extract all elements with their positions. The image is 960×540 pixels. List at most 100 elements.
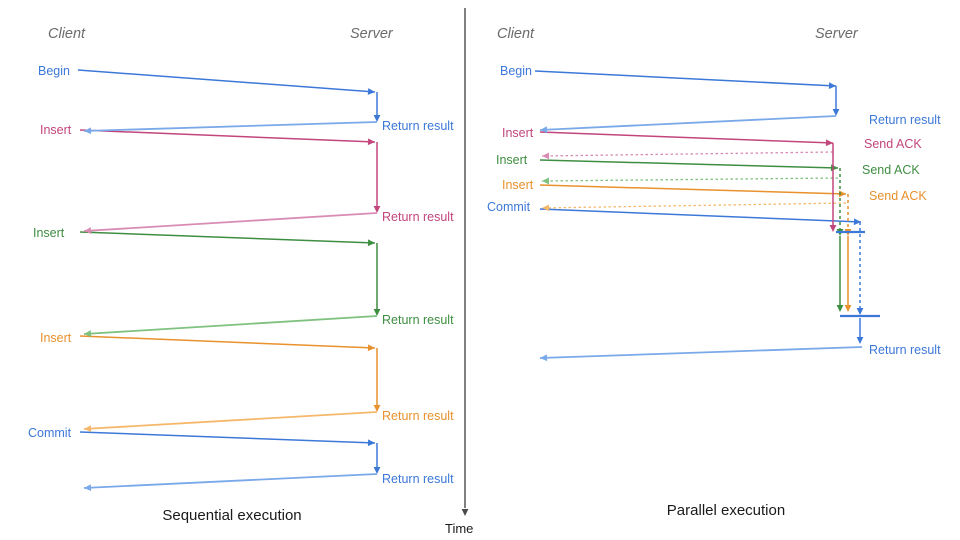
panel-sequential-client-label-3: Insert — [40, 331, 72, 345]
panel-parallel-commit-request-line — [539, 208, 862, 223]
panel-parallel-ack-orange-line — [541, 202, 847, 209]
panel-sequential-insert2-request-line — [79, 231, 376, 244]
panel-sequential-begin-response-line — [83, 121, 378, 132]
panel-sequential-commit-response-line — [83, 473, 378, 489]
panel-sequential-insert1-request-line — [79, 129, 376, 143]
panel-sequential-insert2-request — [79, 231, 376, 247]
panel-parallel-commit-response — [539, 346, 863, 362]
panel-sequential-insert2-response — [83, 315, 378, 337]
panel-parallel-ack-green-arrowhead — [542, 177, 550, 185]
panel-sequential-insert3-response-arrowhead — [84, 425, 92, 432]
panel-sequential-insert1-request-arrowhead — [367, 138, 375, 146]
panel-parallel-commit-pending — [856, 222, 864, 315]
panel-parallel-lane-header-1: Server — [815, 26, 859, 42]
panel-parallel-ack-orange — [541, 202, 847, 212]
panel-parallel-server-label-3: Send ACK — [869, 189, 927, 203]
panel-sequential-insert1-response-arrowhead — [84, 227, 92, 234]
panel-sequential-client-label-4: Commit — [28, 426, 72, 440]
panel-parallel-insert3-activation-arrowhead — [844, 305, 852, 312]
panel-parallel-client-label-4: Commit — [487, 200, 531, 214]
panel-parallel-begin-request-arrowhead — [828, 82, 836, 90]
panel-sequential-client-label-1: Insert — [40, 123, 72, 137]
panel-sequential-commit-request-line — [79, 431, 376, 444]
panel-parallel-ack-pink-line — [541, 151, 834, 157]
panel-sequential-insert3-request — [79, 335, 376, 352]
panel-parallel-begin-response-line — [539, 115, 837, 131]
panel-sequential-server-label-1: Return result — [382, 210, 454, 224]
panel-sequential-insert3-response — [83, 411, 378, 432]
panel-parallel-insert1-activation-arrowhead — [829, 225, 837, 232]
panel-sequential-insert3-activation-arrowhead — [373, 405, 381, 412]
panel-parallel-insert2-activation-arrowhead — [836, 305, 844, 312]
panel-parallel-insert3-pending — [844, 194, 852, 236]
panel-parallel-begin-activation — [832, 86, 840, 116]
panel-sequential-insert1-response — [83, 212, 378, 234]
panel-sequential-commit-request-arrowhead — [367, 439, 375, 447]
panel-sequential-client-label-2: Insert — [33, 226, 65, 240]
panel-parallel-server-label-4: Return result — [869, 343, 941, 357]
panel-sequential-insert3-activation — [373, 348, 381, 412]
panel-sequential-server-label-0: Return result — [382, 119, 454, 133]
panel-parallel-client-label-0: Begin — [500, 64, 532, 78]
panel-sequential-begin-request-line — [77, 69, 376, 93]
panel-sequential-insert2-request-arrowhead — [367, 239, 375, 247]
panel-parallel-begin-response — [539, 115, 837, 134]
panel-parallel-commit-request — [539, 208, 862, 226]
panel-parallel-commit-activation — [856, 318, 864, 344]
panel-parallel-begin-request-line — [534, 70, 837, 87]
panel-sequential-insert2-activation — [373, 243, 381, 316]
panel-sequential-insert3-response-line — [83, 411, 378, 430]
panel-sequential-commit-activation-arrowhead — [373, 467, 381, 474]
panel-parallel-client-label-1: Insert — [502, 126, 534, 140]
panel-parallel-client-label-2: Insert — [496, 153, 528, 167]
panel-parallel-commit-response-line — [539, 346, 863, 359]
panel-sequential-begin-request — [77, 69, 376, 95]
panel-parallel-insert2-request — [539, 159, 839, 172]
panel-sequential-begin-response-arrowhead — [84, 127, 92, 135]
panel-sequential-begin-activation — [373, 92, 381, 122]
panel-sequential-insert3-request-line — [79, 335, 376, 349]
panel-parallel-commit-activation-arrowhead — [856, 337, 864, 344]
panel-parallel-insert1-activation — [829, 143, 837, 232]
panel-parallel-lane-header-0: Client — [497, 26, 535, 42]
panel-sequential-server-label-4: Return result — [382, 472, 454, 486]
panel-sequential-lane-header-0: Client — [48, 26, 86, 42]
panel-parallel-insert1-request-line — [539, 131, 834, 144]
panel-parallel-client-label-3: Insert — [502, 178, 534, 192]
panel-sequential-commit-response — [83, 473, 378, 492]
panel-parallel-ack-pink — [541, 151, 834, 160]
panel-parallel-server-label-0: Return result — [869, 113, 941, 127]
panel-sequential-caption: Sequential execution — [162, 507, 301, 524]
panel-parallel-commit-response-arrowhead — [540, 354, 548, 362]
panel-sequential-commit-request — [79, 431, 376, 447]
panel-parallel-insert2-request-line — [539, 159, 839, 169]
panel-sequential-commit-response-arrowhead — [84, 484, 92, 492]
panel-parallel-insert3-request-line — [539, 184, 847, 195]
panel-parallel-ack-green — [541, 177, 839, 185]
panel-parallel-ack-pink-arrowhead — [542, 152, 550, 160]
panel-parallel-insert1-request-arrowhead — [825, 139, 833, 147]
panel-sequential-client-label-0: Begin — [38, 64, 70, 78]
panel-sequential-commit-activation — [373, 443, 381, 474]
panel-parallel-insert3-activation — [844, 236, 852, 312]
panel-parallel-insert3-request — [539, 184, 847, 198]
panel-parallel-commit-request-arrowhead — [853, 218, 861, 226]
panel-sequential-insert1-activation — [373, 142, 381, 213]
panel-parallel-server-label-2: Send ACK — [862, 163, 920, 177]
panel-parallel-begin-activation-arrowhead — [832, 109, 840, 116]
panel-sequential-insert1-activation-arrowhead — [373, 206, 381, 213]
panel-sequential-begin-request-arrowhead — [367, 88, 375, 95]
panel-parallel-insert2-activation — [836, 236, 844, 312]
panel-sequential-server-label-2: Return result — [382, 313, 454, 327]
panel-parallel-caption: Parallel execution — [667, 502, 785, 519]
panel-parallel-server-label-1: Send ACK — [864, 137, 922, 151]
panel-parallel-insert1-request — [539, 131, 834, 147]
panel-sequential-insert2-response-line — [83, 315, 378, 335]
panel-sequential-insert1-request — [79, 129, 376, 146]
panel-sequential-lane-header-1: Server — [350, 26, 394, 42]
panel-sequential-server-label-3: Return result — [382, 409, 454, 423]
panel-sequential-insert3-request-arrowhead — [367, 344, 375, 352]
panel-parallel-insert2-request-arrowhead — [830, 164, 838, 172]
